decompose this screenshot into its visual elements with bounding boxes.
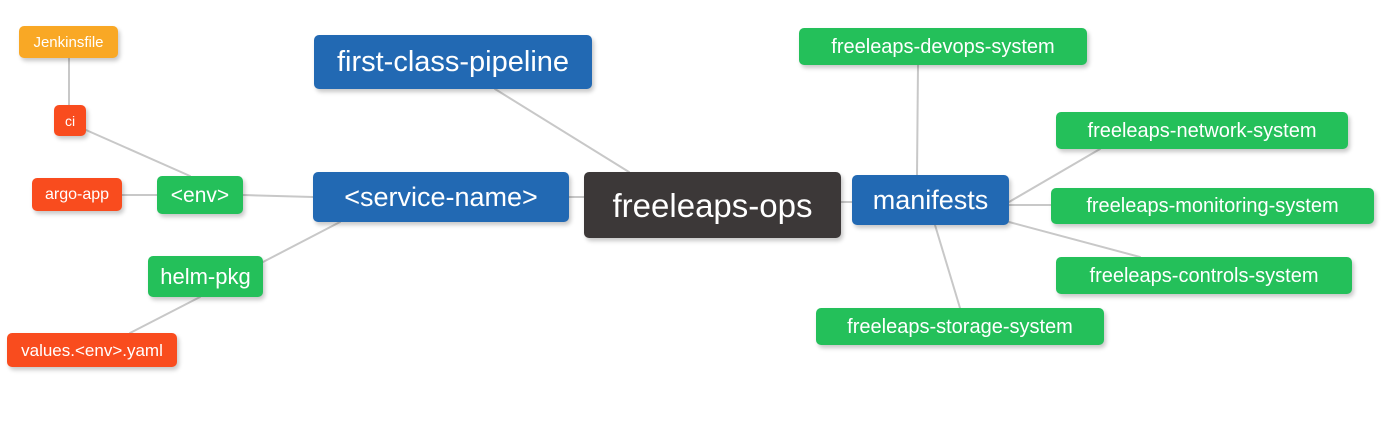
node-label-ci: ci (64, 112, 76, 129)
node-label-service-name: <service-name> (344, 181, 538, 212)
node-label-env: <env> (170, 183, 230, 207)
node-freeleaps-devops-system[interactable]: freeleaps-devops-system (799, 28, 1087, 65)
node-env[interactable]: <env> (157, 176, 243, 214)
node-freeleaps-network-system[interactable]: freeleaps-network-system (1056, 112, 1348, 149)
node-label-jenkinsfile: Jenkinsfile (33, 33, 104, 51)
node-label-freeleaps-devops-system: freeleaps-devops-system (831, 35, 1055, 58)
edge-ci-to-env (85, 129, 191, 177)
node-first-class-pipeline[interactable]: first-class-pipeline (314, 35, 592, 89)
edge-first-class-pipeline-to-freeleaps-ops (494, 88, 630, 173)
node-label-first-class-pipeline: first-class-pipeline (336, 45, 570, 78)
node-label-freeleaps-controls-system: freeleaps-controls-system (1089, 264, 1319, 287)
node-freeleaps-controls-system[interactable]: freeleaps-controls-system (1056, 257, 1352, 294)
node-freeleaps-monitoring-system[interactable]: freeleaps-monitoring-system (1051, 188, 1374, 224)
node-label-freeleaps-monitoring-system: freeleaps-monitoring-system (1086, 195, 1339, 217)
node-label-freeleaps-storage-system: freeleaps-storage-system (847, 315, 1073, 338)
node-ci[interactable]: ci (54, 105, 86, 136)
edge-manifests-to-freeleaps-storage-system (934, 224, 961, 309)
node-jenkinsfile[interactable]: Jenkinsfile (19, 26, 118, 58)
node-argo-app[interactable]: argo-app (32, 178, 122, 211)
node-helm-pkg[interactable]: helm-pkg (148, 256, 263, 297)
edge-helm-pkg-to-values-env-yaml (129, 296, 201, 334)
node-values-env-yaml[interactable]: values.<env>.yaml (7, 333, 177, 367)
edge-service-name-to-helm-pkg (262, 221, 341, 263)
node-freeleaps-storage-system[interactable]: freeleaps-storage-system (816, 308, 1104, 345)
node-service-name[interactable]: <service-name> (313, 172, 569, 222)
node-manifests[interactable]: manifests (852, 175, 1009, 225)
edge-manifests-to-freeleaps-devops-system (916, 64, 919, 176)
node-label-argo-app: argo-app (44, 185, 110, 203)
edge-env-to-service-name (242, 194, 314, 198)
node-label-manifests: manifests (872, 184, 989, 215)
node-label-freeleaps-ops: freeleaps-ops (612, 186, 813, 224)
node-label-helm-pkg: helm-pkg (160, 263, 251, 289)
node-freeleaps-ops[interactable]: freeleaps-ops (584, 172, 841, 238)
node-label-values-env-yaml: values.<env>.yaml (21, 340, 163, 360)
edge-manifests-to-freeleaps-network-system (1008, 148, 1101, 203)
node-label-freeleaps-network-system: freeleaps-network-system (1087, 119, 1317, 142)
edge-manifests-to-freeleaps-controls-system (1008, 221, 1141, 258)
